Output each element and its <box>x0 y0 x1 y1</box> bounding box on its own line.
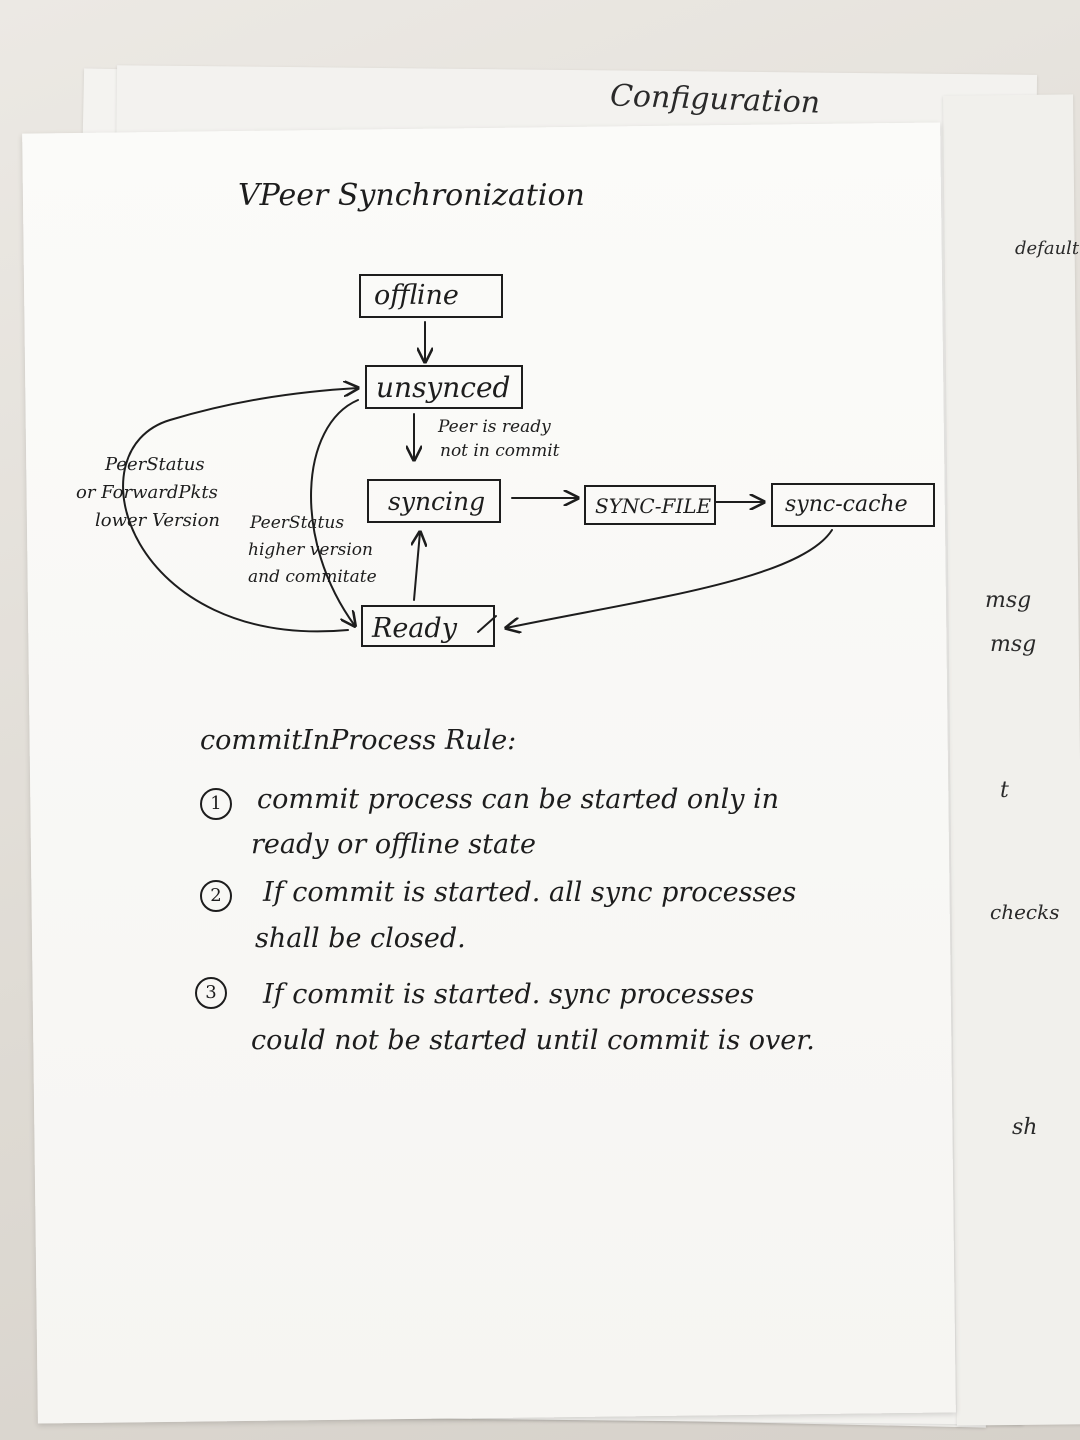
state-box-sync-file <box>584 485 716 525</box>
back-margin-word: sh <box>1012 1115 1038 1140</box>
state-box-syncing <box>367 479 501 523</box>
page-title: VPeer Synchronization <box>238 178 585 213</box>
rule-item-line: ready or offline state <box>251 829 536 860</box>
transition-label: higher version <box>248 540 373 560</box>
back-margin-word: default <box>1015 238 1080 259</box>
state-label-sync-file: SYNC-FILE <box>595 494 712 518</box>
transition-label: or ForwardPkts <box>76 482 218 503</box>
transition-label: and commitate <box>248 567 377 587</box>
state-label-unsynced: unsynced <box>376 371 510 404</box>
rule-number-badge: 3 <box>195 977 227 1009</box>
back-margin-word: msg <box>990 632 1037 657</box>
transition-label: PeerStatus <box>249 513 344 533</box>
state-box-unsynced <box>365 365 523 409</box>
transition-label: lower Version <box>95 510 220 531</box>
state-label-sync-cache: sync-cache <box>785 492 908 517</box>
rule-item-line: commit process can be started only in <box>257 784 780 815</box>
rule-item-line: If commit is started. sync processes <box>263 979 755 1010</box>
arrow-ready-to-unsynced <box>122 388 358 633</box>
box-flourish <box>477 615 497 633</box>
back-margin-word: checks <box>990 900 1060 924</box>
transition-label: Peer is ready <box>437 417 551 437</box>
rule-number-badge: 1 <box>200 788 232 820</box>
rule-item-line: could not be started until commit is ove… <box>251 1025 815 1056</box>
back-margin-word: t <box>1000 778 1009 803</box>
rule-item-line: If commit is started. all sync processes <box>263 877 797 908</box>
rule-item-line: shall be closed. <box>255 923 466 954</box>
rules-heading: commitInProcess Rule: <box>200 725 517 756</box>
transition-label: not in commit <box>440 441 560 461</box>
arrow-sync-cache-to-ready <box>506 529 833 628</box>
arrow-ready-to-syncing <box>414 532 420 601</box>
arrow-unsynced-to-ready <box>310 399 359 626</box>
state-box-sync-cache <box>771 483 935 527</box>
state-label-syncing: syncing <box>388 487 485 516</box>
back-margin-word: msg <box>985 588 1032 613</box>
state-box-offline <box>359 274 503 318</box>
transition-label: PeerStatus <box>104 454 205 475</box>
state-label-offline: offline <box>374 280 459 311</box>
rule-number-badge: 2 <box>200 880 232 912</box>
state-box-ready <box>361 605 495 647</box>
state-label-ready: Ready <box>371 613 458 644</box>
